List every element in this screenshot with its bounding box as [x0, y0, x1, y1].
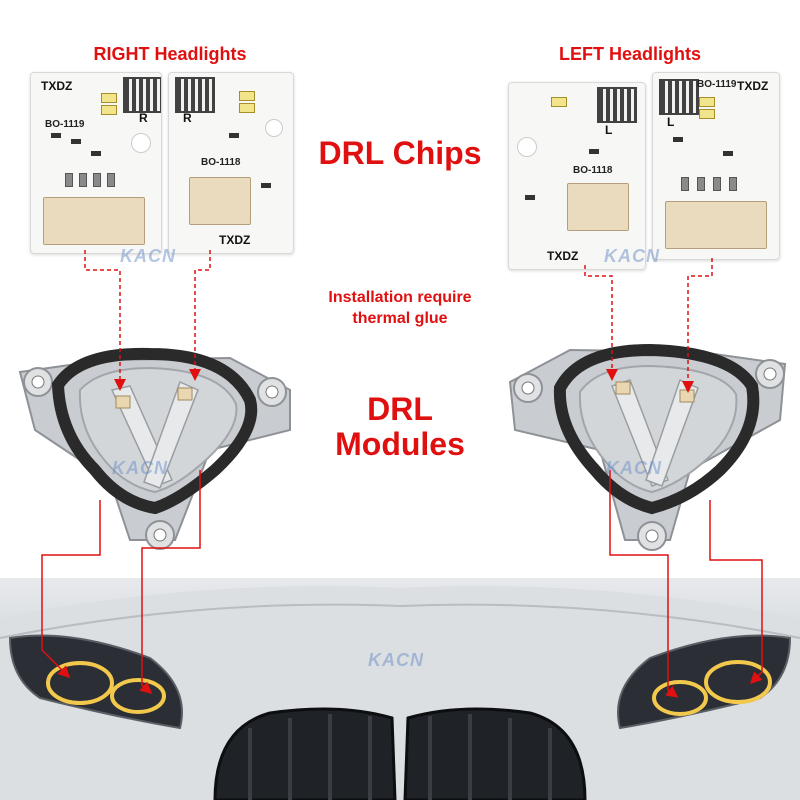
car-front-illustration	[0, 586, 800, 800]
left-pcb-b-part: BO-1119	[697, 79, 737, 90]
qr-code-icon	[123, 77, 161, 113]
left-pcb-b-brand: TXDZ	[737, 79, 769, 93]
right-headlights-title: RIGHT Headlights	[93, 44, 247, 64]
right-pcb-b-brand: TXDZ	[219, 233, 251, 247]
left-pcb-a-part: BO-1118	[573, 165, 613, 176]
installation-note: Installation require thermal glue	[295, 288, 505, 330]
brand-watermark: KACN	[112, 458, 168, 478]
pin	[65, 173, 73, 187]
smd-component	[91, 151, 101, 156]
brand-watermark: KACN	[606, 458, 662, 478]
connector	[567, 183, 629, 231]
qr-code-icon	[597, 87, 637, 123]
drl-chips-label: DRL Chips	[318, 135, 482, 171]
brand-watermark: KACN	[120, 246, 176, 266]
right-pcb-a-side: R	[139, 111, 148, 125]
left-pcb-b-side: L	[667, 115, 675, 129]
led-chip	[699, 109, 715, 119]
led-chip	[101, 93, 117, 103]
led-chip	[699, 97, 715, 107]
pin	[697, 177, 705, 191]
right-pcb-a-part: BO-1119	[45, 119, 85, 130]
drl-modules-label-line-1: DRL	[367, 391, 433, 427]
arrow-right-chip-b	[189, 250, 211, 381]
right-pcb-b-part: BO-1118	[201, 157, 241, 168]
led-chip	[239, 103, 255, 113]
right-drl-module	[18, 347, 291, 550]
left-pcb-a-brand: TXDZ	[547, 249, 579, 263]
smd-component	[229, 133, 239, 138]
pin	[79, 173, 87, 187]
connector	[665, 201, 767, 249]
smd-component	[261, 183, 271, 188]
pin	[729, 177, 737, 191]
headlight-left-side	[617, 634, 792, 730]
smd-component	[51, 133, 61, 138]
mounting-hole	[131, 133, 151, 153]
drl-modules-illustration	[18, 343, 787, 551]
pin	[107, 173, 115, 187]
brand-watermark: KACN	[368, 650, 424, 670]
installation-note-line-2: thermal glue	[352, 309, 448, 327]
led-chip	[239, 91, 255, 101]
mounting-hole	[517, 137, 537, 157]
connector	[43, 197, 145, 245]
pin	[713, 177, 721, 191]
left-pcb-a: L BO-1118 TXDZ	[508, 82, 646, 270]
right-pcb-b-side: R	[183, 111, 192, 125]
left-headlights-title: LEFT Headlights	[558, 44, 701, 64]
kidney-grille	[213, 707, 587, 800]
left-pcb-b: BO-1119 TXDZ L	[652, 72, 780, 260]
smd-component	[723, 151, 733, 156]
installation-note-line-1: Installation require	[328, 289, 472, 306]
headlight-right-side	[8, 634, 183, 730]
left-pcb-a-side: L	[605, 123, 613, 137]
arrow-left-chip-a	[584, 265, 618, 381]
led-chip	[101, 105, 117, 115]
smd-component	[525, 195, 535, 200]
arrow-right-module-a	[41, 500, 101, 679]
arrow-left-chip-b	[682, 258, 713, 393]
drl-modules-label: DRL Modules	[300, 391, 500, 463]
arrow-left-module-a	[609, 470, 679, 698]
right-pcb-a: TXDZ BO-1119 R	[30, 72, 162, 254]
right-pcb-a-brand: TXDZ	[41, 79, 73, 93]
mounting-hole	[265, 119, 283, 137]
smd-component	[673, 137, 683, 142]
right-pcb-b: R BO-1118 TXDZ	[168, 72, 294, 254]
pin	[93, 173, 101, 187]
led-chip	[551, 97, 567, 107]
left-drl-module	[508, 343, 787, 551]
brand-watermark: KACN	[604, 246, 660, 266]
arrow-left-module-b	[709, 500, 763, 685]
arrow-right-module-b	[139, 470, 201, 694]
qr-code-icon	[175, 77, 215, 113]
arrow-right-chip-a	[84, 250, 126, 391]
smd-component	[71, 139, 81, 144]
drl-modules-label-line-2: Modules	[335, 426, 465, 463]
qr-code-icon	[659, 79, 699, 115]
smd-component	[589, 149, 599, 154]
pin	[681, 177, 689, 191]
connector	[189, 177, 251, 225]
